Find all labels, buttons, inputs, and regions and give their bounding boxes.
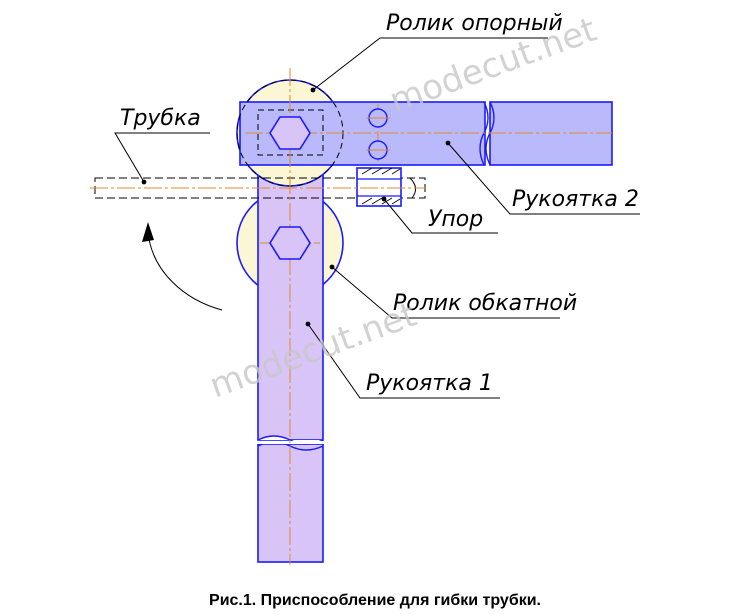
hex-nut-rolling xyxy=(269,226,311,260)
hex-nut-support xyxy=(269,116,311,150)
stop xyxy=(356,167,402,207)
rotation-arrowhead xyxy=(142,222,154,242)
label-roller-support: Ролик опорный xyxy=(386,11,563,36)
label-handle-2: Рукоятка 2 xyxy=(512,187,639,212)
figure-caption: Рис.1. Приспособление для гибки трубки. xyxy=(209,592,541,609)
rotation-arrow xyxy=(147,231,223,311)
label-tube: Трубка xyxy=(120,106,201,131)
leader-lines xyxy=(114,37,640,399)
leader-dots xyxy=(141,87,451,327)
label-handle-1: Рукоятка 1 xyxy=(366,371,493,396)
label-roller-rolling: Ролик обкатной xyxy=(393,291,577,316)
label-stop: Упор xyxy=(428,207,483,232)
